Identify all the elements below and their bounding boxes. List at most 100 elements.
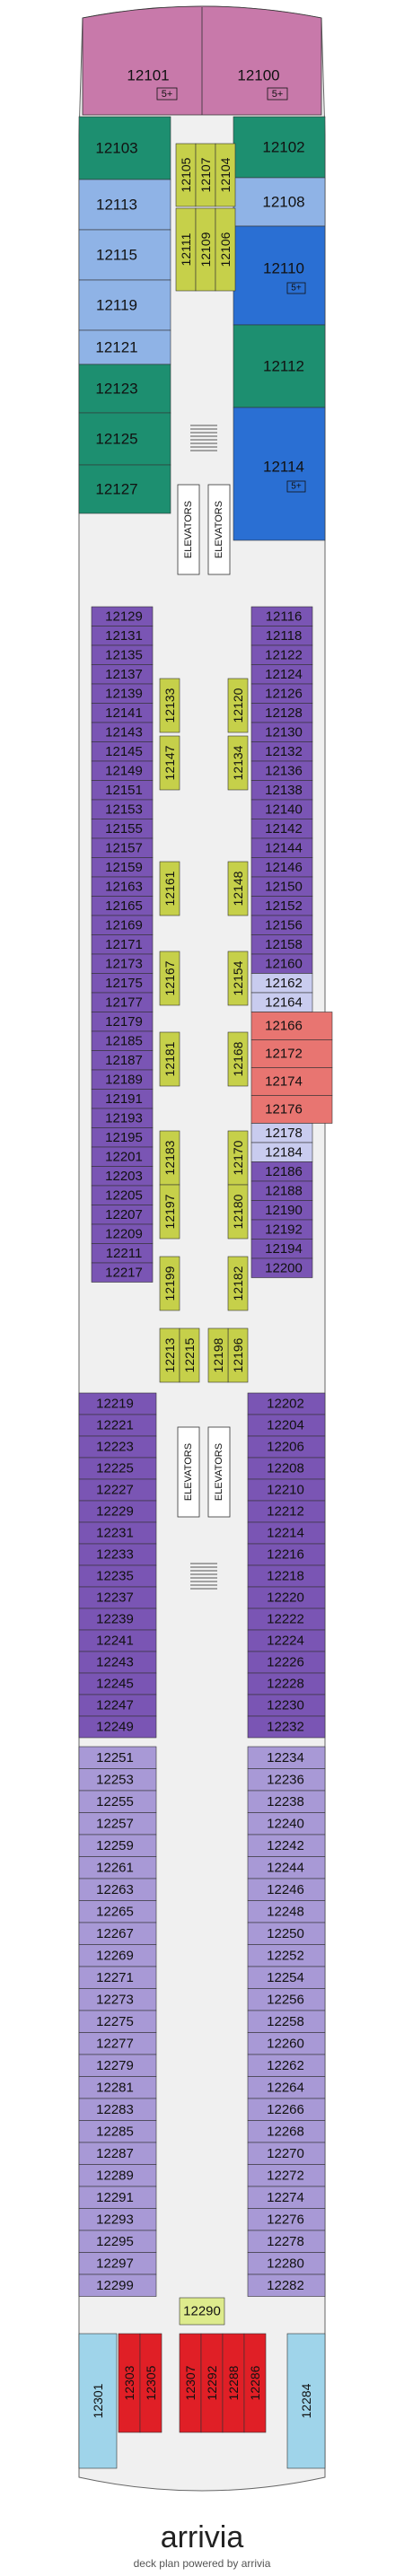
cabin-12189[interactable]: 12189 xyxy=(91,1069,154,1090)
cabin-12190[interactable]: 12190 xyxy=(250,1200,313,1221)
cabin-12143[interactable]: 12143 xyxy=(91,722,154,742)
cabin-12133[interactable]: 12133 xyxy=(159,678,180,733)
cabin-12152[interactable]: 12152 xyxy=(250,896,313,916)
cabin-12235[interactable]: 12235 xyxy=(78,1564,157,1588)
cabin-12212[interactable]: 12212 xyxy=(247,1500,326,1523)
cabin-12182[interactable]: 12182 xyxy=(227,1256,249,1311)
cabin-12197[interactable]: 12197 xyxy=(159,1184,180,1240)
cabin-12119[interactable]: 12119 xyxy=(78,279,171,331)
cabin-12236[interactable]: 12236 xyxy=(247,1768,326,1792)
cabin-12148[interactable]: 12148 xyxy=(227,861,249,916)
cabin-12239[interactable]: 12239 xyxy=(78,1608,157,1631)
cabin-12211[interactable]: 12211 xyxy=(91,1243,154,1264)
cabin-12126[interactable]: 12126 xyxy=(250,683,313,704)
cabin-12255[interactable]: 12255 xyxy=(78,1790,157,1813)
cabin-12132[interactable]: 12132 xyxy=(250,741,313,762)
cabin-12281[interactable]: 12281 xyxy=(78,2076,157,2099)
cabin-12291[interactable]: 12291 xyxy=(78,2186,157,2209)
cabin-12292[interactable]: 12292 xyxy=(200,2333,224,2433)
cabin-12247[interactable]: 12247 xyxy=(78,1694,157,1717)
cabin-12111[interactable]: 12111 xyxy=(175,207,197,292)
cabin-12303[interactable]: 12303 xyxy=(118,2333,141,2433)
cabin-12268[interactable]: 12268 xyxy=(247,2120,326,2143)
cabin-12276[interactable]: 12276 xyxy=(247,2208,326,2231)
cabin-12135[interactable]: 12135 xyxy=(91,644,154,665)
cabin-12184[interactable]: 12184 xyxy=(250,1142,313,1162)
cabin-12124[interactable]: 12124 xyxy=(250,664,313,685)
cabin-12287[interactable]: 12287 xyxy=(78,2142,157,2165)
cabin-12140[interactable]: 12140 xyxy=(250,799,313,819)
cabin-12289[interactable]: 12289 xyxy=(78,2164,157,2187)
cabin-12232[interactable]: 12232 xyxy=(247,1715,326,1739)
cabin-12160[interactable]: 12160 xyxy=(250,953,313,974)
cabin-12213[interactable]: 12213 xyxy=(159,1327,180,1383)
cabin-12120[interactable]: 12120 xyxy=(227,678,249,733)
cabin-12142[interactable]: 12142 xyxy=(250,819,313,839)
cabin-12279[interactable]: 12279 xyxy=(78,2054,157,2077)
cabin-12226[interactable]: 12226 xyxy=(247,1651,326,1674)
cabin-12228[interactable]: 12228 xyxy=(247,1672,326,1695)
cabin-12180[interactable]: 12180 xyxy=(227,1184,249,1240)
cabin-12105[interactable]: 12105 xyxy=(175,143,197,207)
cabin-12203[interactable]: 12203 xyxy=(91,1166,154,1187)
cabin-12158[interactable]: 12158 xyxy=(250,934,313,955)
cabin-12168[interactable]: 12168 xyxy=(227,1031,249,1087)
cabin-12265[interactable]: 12265 xyxy=(78,1900,157,1923)
cabin-12277[interactable]: 12277 xyxy=(78,2032,157,2055)
cabin-12195[interactable]: 12195 xyxy=(91,1127,154,1148)
cabin-12246[interactable]: 12246 xyxy=(247,1878,326,1901)
cabin-12238[interactable]: 12238 xyxy=(247,1790,326,1813)
cabin-12269[interactable]: 12269 xyxy=(78,1944,157,1967)
cabin-12191[interactable]: 12191 xyxy=(91,1089,154,1109)
cabin-12161[interactable]: 12161 xyxy=(159,861,180,916)
cabin-12288[interactable]: 12288 xyxy=(222,2333,245,2433)
cabin-12244[interactable]: 12244 xyxy=(247,1856,326,1879)
cabin-12229[interactable]: 12229 xyxy=(78,1500,157,1523)
cabin-12224[interactable]: 12224 xyxy=(247,1629,326,1652)
cabin-12261[interactable]: 12261 xyxy=(78,1856,157,1879)
cabin-12278[interactable]: 12278 xyxy=(247,2230,326,2253)
cabin-12178[interactable]: 12178 xyxy=(250,1123,313,1143)
cabin-12305[interactable]: 12305 xyxy=(139,2333,162,2433)
cabin-12223[interactable]: 12223 xyxy=(78,1435,157,1459)
cabin-12286[interactable]: 12286 xyxy=(243,2333,267,2433)
cabin-12199[interactable]: 12199 xyxy=(159,1256,180,1311)
cabin-12275[interactable]: 12275 xyxy=(78,2010,157,2033)
cabin-12187[interactable]: 12187 xyxy=(91,1050,154,1071)
cabin-12273[interactable]: 12273 xyxy=(78,1988,157,2011)
cabin-12196[interactable]: 12196 xyxy=(227,1327,249,1383)
cabin-12301[interactable]: 12301 xyxy=(78,2333,118,2469)
cabin-12253[interactable]: 12253 xyxy=(78,1768,157,1792)
cabin-12218[interactable]: 12218 xyxy=(247,1564,326,1588)
cabin-12227[interactable]: 12227 xyxy=(78,1478,157,1502)
cabin-12222[interactable]: 12222 xyxy=(247,1608,326,1631)
cabin-12121[interactable]: 12121 xyxy=(78,329,171,365)
cabin-12172[interactable]: 12172 xyxy=(250,1039,333,1068)
cabin-12293[interactable]: 12293 xyxy=(78,2208,157,2231)
cabin-12129[interactable]: 12129 xyxy=(91,606,154,626)
cabin-12156[interactable]: 12156 xyxy=(250,915,313,935)
cabin-12136[interactable]: 12136 xyxy=(250,760,313,781)
cabin-12137[interactable]: 12137 xyxy=(91,664,154,685)
cabin-12116[interactable]: 12116 xyxy=(250,606,313,626)
cabin-12274[interactable]: 12274 xyxy=(247,2186,326,2209)
cabin-12280[interactable]: 12280 xyxy=(247,2252,326,2275)
cabin-12155[interactable]: 12155 xyxy=(91,819,154,839)
cabin-12204[interactable]: 12204 xyxy=(247,1414,326,1437)
cabin-12233[interactable]: 12233 xyxy=(78,1543,157,1566)
cabin-12176[interactable]: 12176 xyxy=(250,1095,333,1124)
cabin-12215[interactable]: 12215 xyxy=(179,1327,200,1383)
cabin-12290[interactable]: 12290 xyxy=(179,2297,225,2326)
cabin-12103[interactable]: 12103 xyxy=(78,116,171,180)
cabin-12198[interactable]: 12198 xyxy=(207,1327,229,1383)
cabin-12104[interactable]: 12104 xyxy=(215,143,236,207)
cabin-12297[interactable]: 12297 xyxy=(78,2252,157,2275)
cabin-12241[interactable]: 12241 xyxy=(78,1629,157,1652)
cabin-12188[interactable]: 12188 xyxy=(250,1180,313,1201)
cabin-12134[interactable]: 12134 xyxy=(227,735,249,791)
cabin-12249[interactable]: 12249 xyxy=(78,1715,157,1739)
cabin-12153[interactable]: 12153 xyxy=(91,799,154,819)
cabin-12109[interactable]: 12109 xyxy=(195,207,216,292)
